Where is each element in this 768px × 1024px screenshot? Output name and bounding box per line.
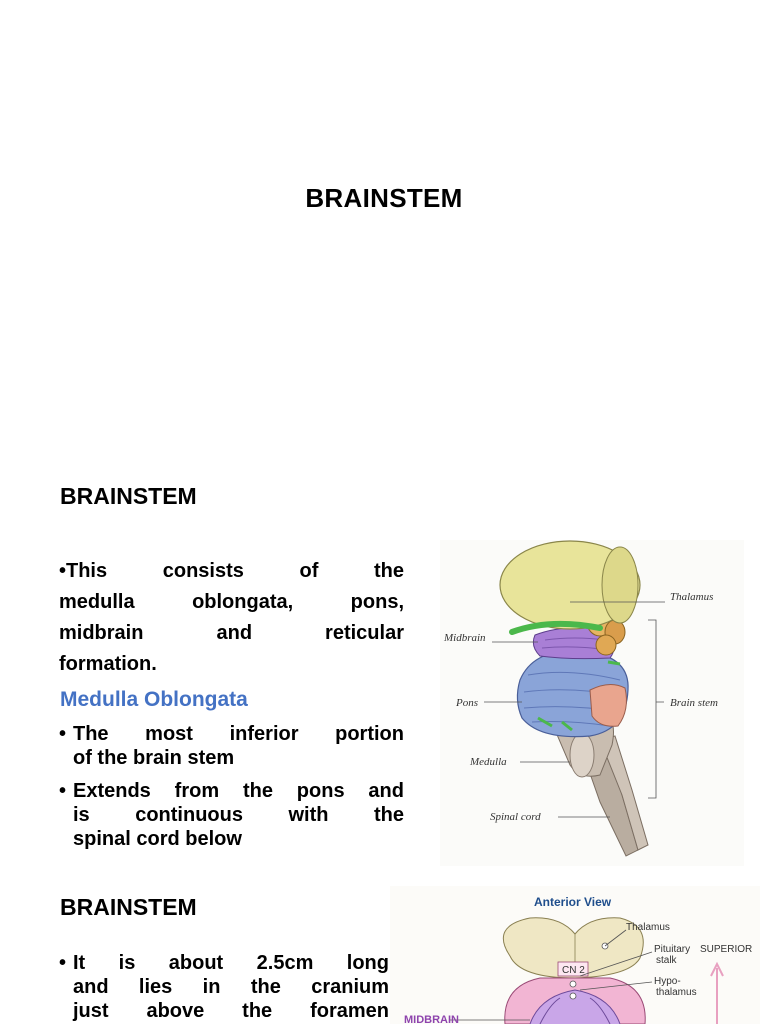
anterior-view-drawing: Anterior View CN 2 Thalamus Pituitary st… bbox=[404, 895, 752, 1024]
intro-line: •This consists of the bbox=[59, 560, 404, 582]
bullet-item: • Extends from the pons and is continuou… bbox=[59, 779, 404, 851]
intro-line: medulla oblongata, pons, bbox=[59, 591, 404, 613]
bullet-line: The most inferior portion bbox=[73, 723, 404, 745]
label-hypothalamus: thalamus bbox=[656, 987, 697, 998]
label-pituitary: Pituitary bbox=[654, 944, 690, 955]
brainstem-illustration: Thalamus Midbrain Pons Brain stem Medull… bbox=[440, 540, 744, 866]
label-cn2: CN 2 bbox=[562, 965, 585, 976]
bullet-line: spinal cord below bbox=[73, 828, 242, 850]
bullet-line: just above the foramen bbox=[73, 1000, 389, 1022]
intro-line: midbrain and reticular bbox=[59, 622, 404, 644]
bullet-line: Extends from the pons and bbox=[73, 780, 404, 802]
label-midbrain: MIDBRAIN bbox=[404, 1014, 459, 1024]
label-hypo: Hypo- bbox=[654, 976, 681, 987]
bullet-item: • The most inferior portion of the brain… bbox=[59, 722, 404, 770]
bullet-dot: • bbox=[59, 780, 67, 802]
subheading: Medulla Oblongata bbox=[60, 688, 248, 711]
bullet-dot: • bbox=[59, 952, 67, 974]
intro-line: formation. bbox=[59, 653, 157, 675]
view-title: Anterior View bbox=[534, 895, 612, 909]
label-thalamus: Thalamus bbox=[626, 922, 670, 933]
anterior-view-illustration: Anterior View CN 2 Thalamus Pituitary st… bbox=[390, 886, 760, 1024]
bullet-item: • It is about 2.5cm long and lies in the… bbox=[59, 951, 389, 1023]
label-midbrain: Midbrain bbox=[443, 632, 486, 644]
label-stalk: stalk bbox=[656, 955, 678, 966]
label-spinal-cord: Spinal cord bbox=[490, 811, 541, 823]
bullet-list: • The most inferior portion of the brain… bbox=[59, 722, 404, 860]
bullet-list: • It is about 2.5cm long and lies in the… bbox=[59, 951, 389, 1024]
section-heading: BRAINSTEM bbox=[60, 483, 197, 509]
bullet-line: of the brain stem bbox=[73, 747, 235, 769]
section-heading: BRAINSTEM bbox=[60, 894, 197, 920]
slide-title: BRAINSTEM bbox=[305, 183, 463, 213]
label-brain-stem: Brain stem bbox=[670, 697, 718, 709]
bullet-line: is continuous with the bbox=[73, 804, 404, 826]
label-thalamus: Thalamus bbox=[670, 591, 713, 603]
bullet-line: It is about 2.5cm long bbox=[73, 952, 389, 974]
label-pons: Pons bbox=[455, 697, 478, 709]
label-medulla: Medulla bbox=[469, 756, 507, 768]
bullet-line: and lies in the cranium bbox=[73, 976, 389, 998]
bullet-dot: • bbox=[59, 723, 67, 745]
intro-paragraph: •This consists of the medulla oblongata,… bbox=[59, 556, 404, 680]
label-superior: SUPERIOR bbox=[700, 944, 752, 955]
brainstem-drawing: Thalamus Midbrain Pons Brain stem Medull… bbox=[443, 540, 718, 857]
